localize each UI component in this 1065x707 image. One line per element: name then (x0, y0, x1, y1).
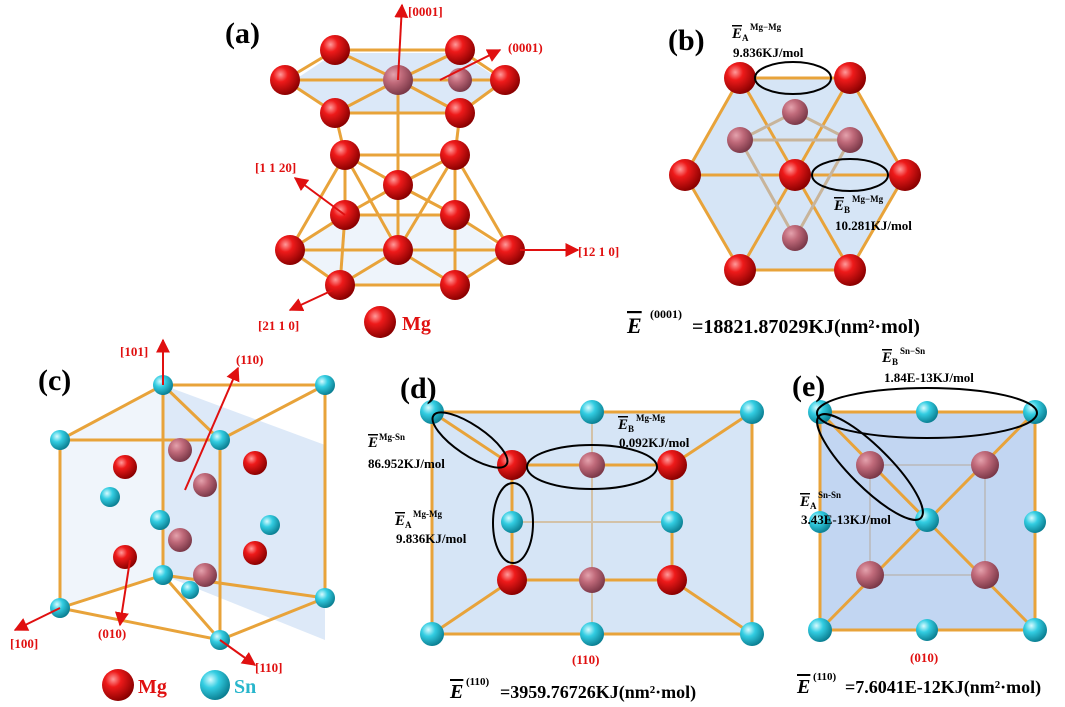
panel-c-mg2sn-cell: (c) [101] (110) [100] (010) [110] Mg Sn (10, 338, 335, 701)
svg-text:E: E (796, 676, 810, 698)
plane-label-0001: (0001) (508, 40, 543, 55)
svg-text:Sn−Sn: Sn−Sn (900, 346, 925, 356)
mg-atoms-c (113, 438, 267, 587)
plane-label-d: (110) (572, 652, 599, 667)
svg-text:B: B (844, 205, 850, 215)
svg-text:E: E (881, 350, 892, 366)
svg-text:Mg−Mg: Mg−Mg (852, 194, 884, 204)
legend-mg-icon-c (102, 669, 134, 701)
legend-sn-label-c: Sn (234, 676, 256, 698)
dir-label-2110: [21 1 0] (258, 318, 299, 333)
svg-text:B: B (628, 424, 634, 434)
svg-text:=7.6041E-12KJ(nm²·mol): =7.6041E-12KJ(nm²·mol) (845, 677, 1041, 698)
svg-text:(110): (110) (813, 671, 837, 683)
bond-ellipse-eb-e (816, 387, 1038, 439)
direction-arrows-a (288, 3, 580, 312)
sn-atoms-c (50, 375, 335, 650)
svg-text:(0001): (0001) (650, 307, 682, 321)
bond-ellipse-ea-e (816, 413, 924, 521)
sn-atoms-e (808, 400, 1047, 642)
energy-label-eb-b: E B Mg−Mg 10.281KJ/mol (833, 194, 912, 233)
svg-text:E: E (367, 435, 378, 451)
svg-text:E: E (731, 26, 742, 42)
mg-atoms-d (497, 450, 687, 595)
dir-label-100: [100] (10, 636, 38, 651)
energy-label-mgsn-d: E Mg-Sn 86.952KJ/mol (367, 432, 445, 471)
panel-label-b: (b) (668, 24, 705, 57)
svg-text:Mg-Mg: Mg-Mg (413, 509, 442, 519)
dir-label-0001: [0001] (408, 4, 443, 19)
svg-text:9.836KJ/mol: 9.836KJ/mol (396, 531, 467, 546)
direction-arrows-c (13, 338, 257, 666)
panel-d-110-plane: (d) E Mg-Sn 86.952KJ/mol E B Mg-Mg 0.092… (367, 372, 764, 703)
energy-label-ea-b: E A Mg−Mg 9.836KJ/mol (731, 22, 804, 60)
svg-text:E: E (394, 513, 405, 529)
mg-atoms-a (270, 35, 525, 300)
svg-text:9.836KJ/mol: 9.836KJ/mol (733, 45, 804, 60)
svg-text:1.84E-13KJ/mol: 1.84E-13KJ/mol (884, 370, 974, 385)
panel-e-010-plane: (e) E B Sn−Sn 1.84E-13KJ/mol E A Sn-Sn 3… (792, 346, 1047, 698)
svg-text:E: E (833, 198, 844, 214)
plane-label-e: (010) (910, 650, 938, 665)
panel-label-d: (d) (400, 372, 437, 405)
svg-text:10.281KJ/mol: 10.281KJ/mol (835, 218, 912, 233)
svg-text:Mg-Sn: Mg-Sn (379, 432, 405, 442)
energy-label-ea-e: E A Sn-Sn 3.43E-13KJ/mol (799, 490, 891, 527)
mg-atoms-e (856, 451, 999, 589)
svg-text:B: B (892, 357, 898, 367)
bond-ellipse-ea-d (492, 482, 534, 564)
plane-label-010: (010) (98, 626, 126, 641)
dir-label-1120: [1 1 20] (255, 160, 296, 175)
svg-text:A: A (810, 501, 817, 511)
svg-text:E: E (626, 313, 642, 338)
panel-a-hcp-cell: (a) [0001] (0001) [1 1 20] [12 1 0] [21 … (225, 3, 619, 338)
legend-sn-icon-c (200, 670, 230, 700)
svg-text:E: E (449, 681, 463, 703)
bond-ellipse-eb-b (811, 158, 889, 192)
mg-atoms-b (669, 62, 921, 286)
svg-text:=18821.87029KJ(nm²·mol): =18821.87029KJ(nm²·mol) (692, 316, 920, 338)
dir-label-101: [101] (120, 344, 148, 359)
surface-energy-e: E (110) =7.6041E-12KJ(nm²·mol) (796, 671, 1041, 698)
sn-atoms-d (420, 400, 764, 646)
legend-mg-label-c: Mg (138, 676, 167, 698)
bond-ellipse-mgsn-d (431, 411, 509, 469)
svg-text:A: A (405, 520, 412, 530)
svg-text:Sn-Sn: Sn-Sn (818, 490, 841, 500)
bond-ellipse-eb-d (526, 444, 658, 490)
svg-text:=3959.76726KJ(nm²·mol): =3959.76726KJ(nm²·mol) (500, 682, 696, 703)
bond-ellipse-ea-b (754, 61, 832, 95)
svg-text:3.43E-13KJ/mol: 3.43E-13KJ/mol (801, 512, 891, 527)
panel-label-c: (c) (38, 364, 71, 397)
dir-label-110: [110] (255, 660, 282, 675)
svg-text:E: E (617, 417, 628, 433)
energy-label-eb-d: E B Mg-Mg 0.092KJ/mol (617, 413, 690, 450)
svg-text:Mg−Mg: Mg−Mg (750, 22, 782, 32)
panel-label-a: (a) (225, 17, 260, 50)
energy-label-eb-e: E B Sn−Sn 1.84E-13KJ/mol (881, 346, 974, 385)
svg-text:Mg-Mg: Mg-Mg (636, 413, 665, 423)
svg-text:A: A (742, 33, 749, 43)
inner-cube-e (869, 464, 986, 576)
surface-energy-d: E (110) =3959.76726KJ(nm²·mol) (449, 676, 696, 703)
panel-b-basal-plane: (b) E A Mg−Mg 9.836KJ/mol E B Mg−Mg 10.2… (626, 22, 921, 338)
energy-label-ea-d: E A Mg-Mg 9.836KJ/mol (394, 509, 467, 546)
svg-text:E: E (799, 494, 810, 510)
panel-label-e: (e) (792, 370, 825, 403)
svg-text:0.092KJ/mol: 0.092KJ/mol (619, 435, 690, 450)
svg-text:86.952KJ/mol: 86.952KJ/mol (368, 456, 445, 471)
dir-label-1210: [12 1 0] (578, 244, 619, 259)
inner-bonds-d (512, 412, 672, 634)
plane-label-110: (110) (236, 352, 263, 367)
svg-text:(110): (110) (466, 676, 490, 688)
surface-energy-b: E (0001) =18821.87029KJ(nm²·mol) (626, 307, 920, 338)
legend-mg-label-a: Mg (402, 313, 431, 335)
legend-mg-icon-a (364, 306, 396, 338)
